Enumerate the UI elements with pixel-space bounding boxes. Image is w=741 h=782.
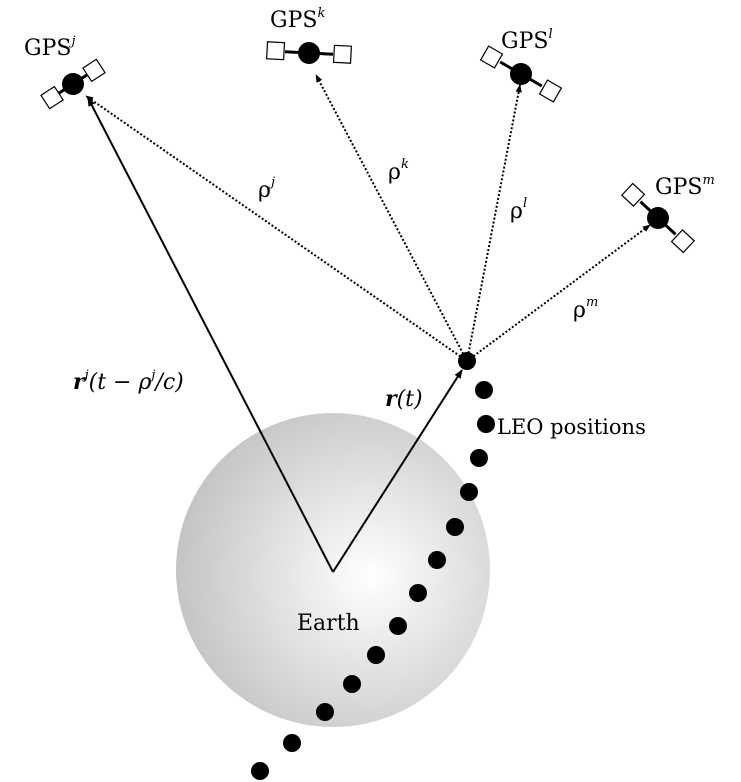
gps-label-m: GPSm xyxy=(655,173,715,200)
range-label-m: ρm xyxy=(573,295,598,323)
solar-panel-icon xyxy=(538,79,563,103)
leo-dot xyxy=(475,381,493,399)
leo-dot xyxy=(367,646,385,664)
satellite-gps-l xyxy=(479,45,563,103)
satellite-gps-k xyxy=(266,41,353,64)
range-vector-k xyxy=(315,74,468,362)
leo-dot xyxy=(446,518,464,536)
gps-label-j: GPSj xyxy=(24,34,75,61)
satellite-body-icon xyxy=(62,73,84,95)
solar-panel-icon xyxy=(82,58,106,83)
gps-label-k: GPSk xyxy=(270,6,325,33)
range-label-k: ρk xyxy=(388,157,409,185)
leo-dot xyxy=(251,762,269,780)
range-label-j: ρj xyxy=(258,175,275,203)
gps-label-l: GPSl xyxy=(501,27,553,54)
leo-dot xyxy=(428,551,446,569)
leo-dot xyxy=(409,584,427,602)
earth-label: Earth xyxy=(297,611,360,636)
range-vector-l xyxy=(466,84,522,362)
range-label-l: ρl xyxy=(510,196,527,224)
leo-dot xyxy=(460,483,478,501)
solar-panel-icon xyxy=(332,44,353,64)
leo-positions-label: LEO positions xyxy=(497,415,646,439)
satellite-body-icon xyxy=(510,63,532,85)
leo-dot xyxy=(389,617,407,635)
leo-dot xyxy=(283,734,301,752)
satellite-body-icon xyxy=(647,207,669,229)
solar-panel-icon xyxy=(620,182,646,207)
gps-position-vector xyxy=(87,97,334,573)
range-vector-m xyxy=(466,224,651,362)
range-vectors xyxy=(85,74,651,362)
satellite-gps-m xyxy=(620,182,696,254)
solar-panel-icon xyxy=(670,229,696,254)
leo-dot xyxy=(477,415,495,433)
leo-dot xyxy=(343,675,361,693)
receiver-position-vector xyxy=(332,369,463,573)
leo-dot xyxy=(470,449,488,467)
solar-panel-icon xyxy=(479,45,504,69)
satellite-body-icon xyxy=(298,42,320,64)
leo-trajectory xyxy=(251,352,495,780)
leo-dot xyxy=(316,703,334,721)
receiver-vector-label: r(t) xyxy=(385,386,423,412)
gps-vector-label: rj(t − ρj/c) xyxy=(73,368,184,395)
satellite-gps-j xyxy=(40,58,106,110)
range-vector-j xyxy=(85,95,468,362)
solar-panel-icon xyxy=(40,85,64,110)
solar-panel-icon xyxy=(266,41,286,61)
